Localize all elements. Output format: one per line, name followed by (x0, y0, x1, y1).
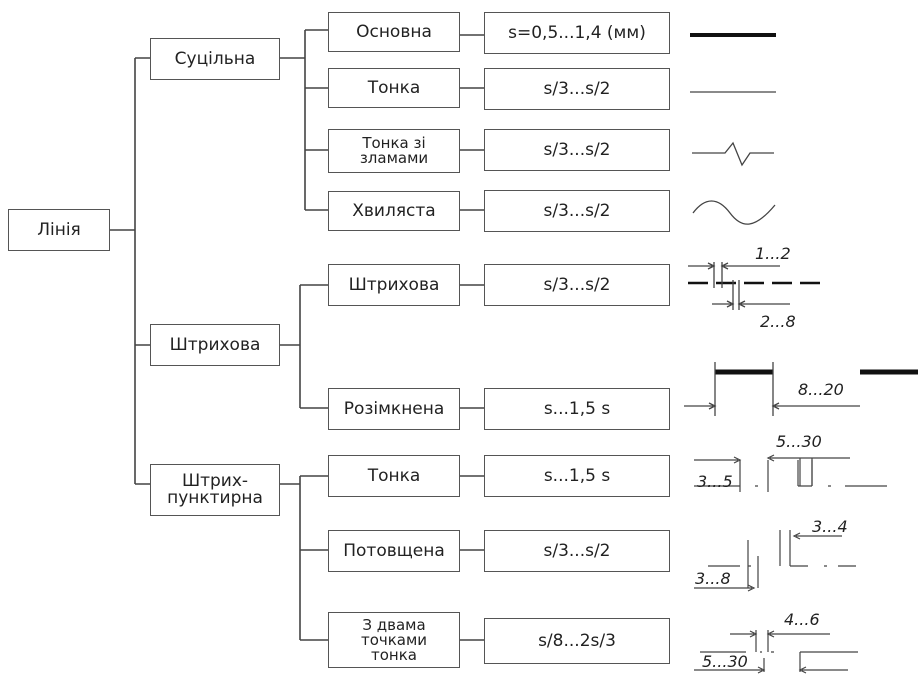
dim-dashed-gap: 1...2 (755, 244, 791, 263)
group-dashdot: Штрих- пунктирна (150, 464, 280, 516)
dim-thin-gap: 3...5 (697, 472, 733, 491)
group-dashed: Штрихова (150, 324, 280, 366)
thickness-dashdot-thin: s...1,5 s (484, 455, 670, 497)
dim-thick-gap: 3...8 (695, 569, 731, 588)
thickness-open: s...1,5 s (484, 388, 670, 430)
dim-thick-dash: 3...4 (812, 517, 848, 536)
group-solid: Суцільна (150, 38, 280, 80)
item-dashdot-thick: Потовщена (328, 530, 460, 572)
item-open: Розімкнена (328, 388, 460, 430)
thickness-dashdot-thick: s/3...s/2 (484, 530, 670, 572)
sample-thick-dashdot (694, 530, 856, 592)
dim-double-dash: 5...30 (702, 652, 748, 671)
dim-double-gap: 4...6 (784, 610, 820, 629)
group2-connector (280, 284, 328, 409)
item-thin-breaks: Тонка зі зламами (328, 129, 460, 173)
root-connector (110, 57, 150, 485)
group3-connector (280, 475, 328, 641)
item-dashdot-thin: Тонка (328, 455, 460, 497)
thickness-dashed: s/3...s/2 (484, 264, 670, 306)
sample-wavy (692, 200, 776, 225)
item-dashed: Штрихова (328, 264, 460, 306)
thickness-thin: s/3...s/2 (484, 68, 670, 110)
dim-thin-dash: 5...30 (776, 432, 822, 451)
dim-open-len: 8...20 (798, 380, 844, 399)
item-main: Основна (328, 12, 460, 52)
item-thin: Тонка (328, 68, 460, 108)
thickness-wavy: s/3...s/2 (484, 190, 670, 232)
sample-zigzag (692, 141, 774, 167)
item-double-dot: З двама точками тонка (328, 612, 460, 668)
item-wavy: Хвиляста (328, 191, 460, 231)
thickness-thin-breaks: s/3...s/2 (484, 129, 670, 171)
dim-dashed-dash: 2...8 (760, 312, 796, 331)
root-node: Лінія (8, 209, 110, 251)
sample-dashed (688, 262, 824, 310)
thickness-main: s=0,5...1,4 (мм) (484, 12, 670, 54)
group1-connector (280, 29, 328, 211)
thickness-double-dot: s/8...2s/3 (484, 618, 670, 664)
sample-open (684, 362, 918, 416)
sample-double-dashdot (694, 630, 858, 674)
item-thickness-connectors (460, 34, 484, 641)
sample-thin-dashdot (694, 454, 887, 492)
